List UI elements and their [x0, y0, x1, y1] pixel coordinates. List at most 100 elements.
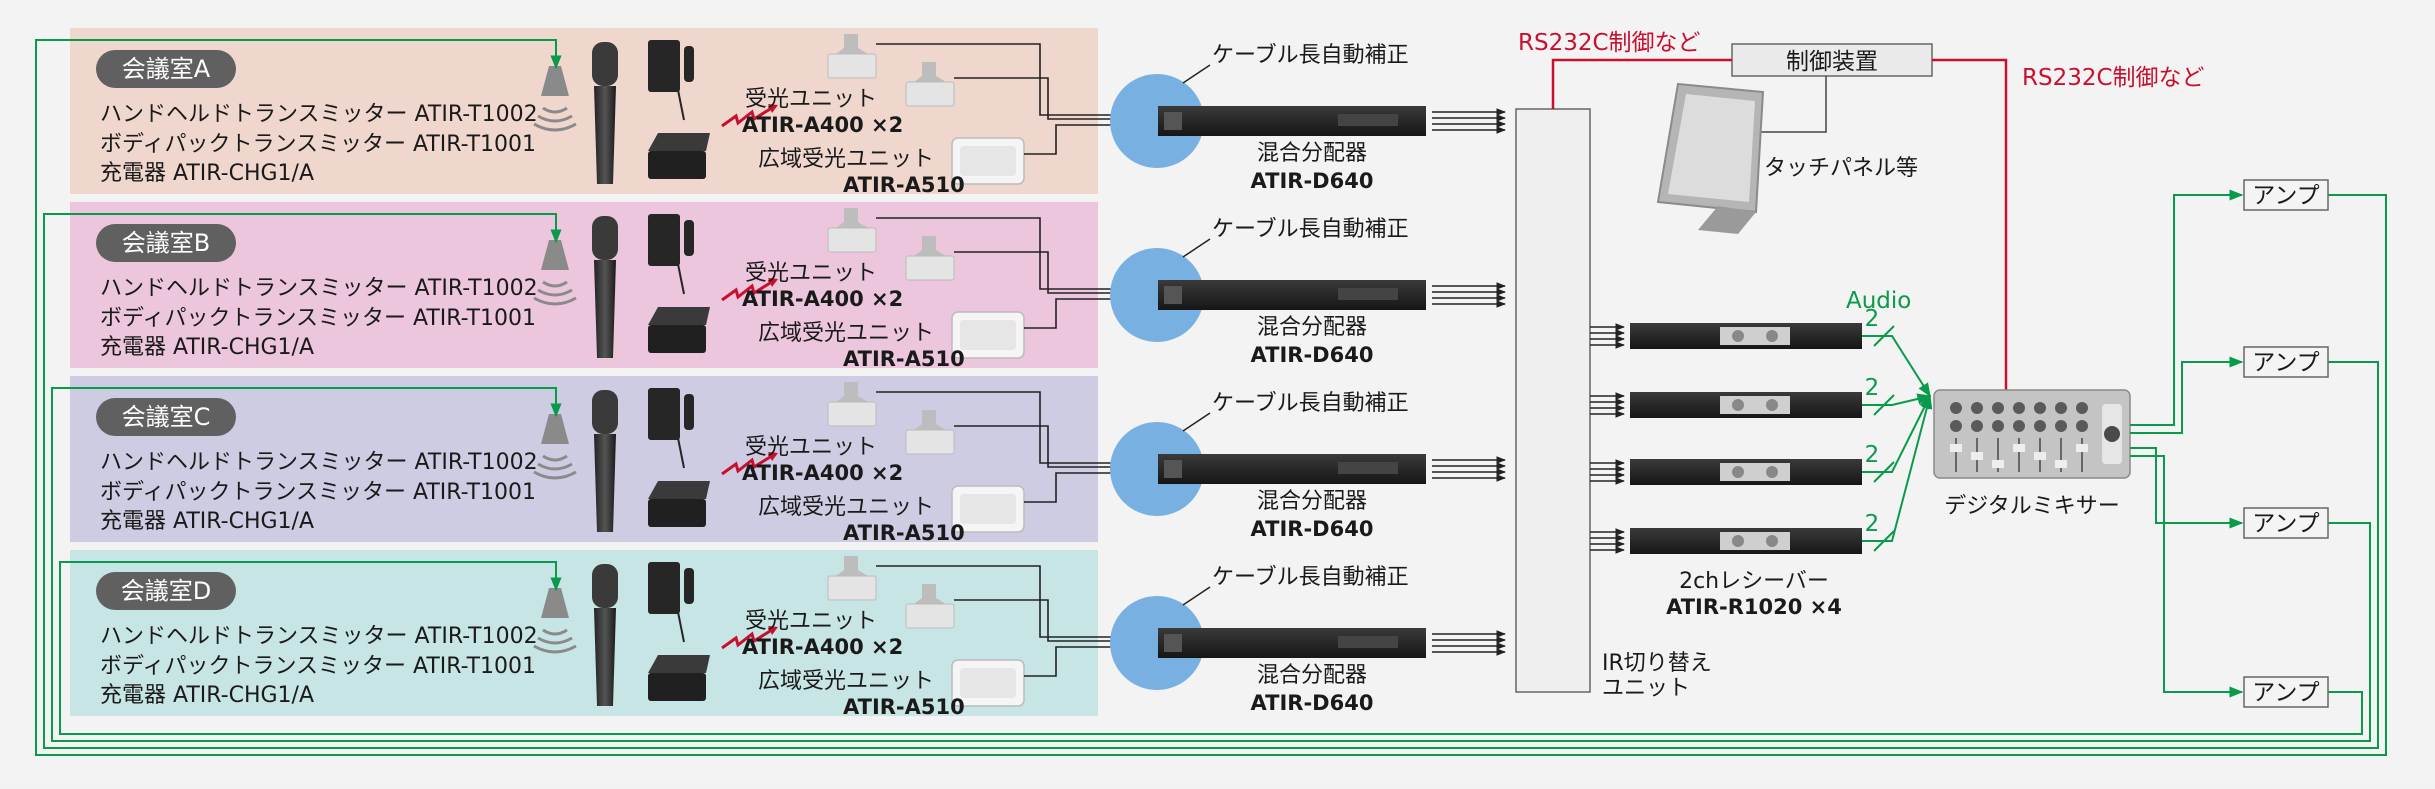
mixer-out-line	[2130, 455, 2244, 698]
cable-line	[954, 77, 1150, 120]
handheld-label: ハンドヘルドトランスミッター ATIR-T1002	[100, 624, 538, 649]
ir-signal-icon	[721, 452, 776, 476]
amp-label: アンプ	[2252, 511, 2319, 537]
receiver-unit-model: ATIR-A400 ×2	[742, 113, 903, 137]
wide-ir-receiver-icon	[951, 311, 1025, 359]
cable-comp-circle	[1110, 74, 1204, 168]
amp-box	[2243, 346, 2329, 378]
audio-line	[1862, 335, 1931, 398]
cable-comp-label: ケーブル長自動補正	[1212, 43, 1409, 68]
room-badge	[96, 572, 236, 610]
ir-switch-unit	[1515, 108, 1591, 693]
amp-label: アンプ	[2252, 183, 2319, 209]
touch-panel-label: タッチパネル等	[1764, 156, 1918, 181]
distributor-model: ATIR-D640	[1251, 343, 1374, 367]
charger-label: 充電器 ATIR-CHG1/A	[100, 335, 314, 360]
charger-icon	[648, 655, 710, 701]
cable-line	[876, 565, 1150, 638]
channel-slash	[1873, 530, 1895, 552]
distributor-label: 混合分配器	[1257, 315, 1367, 340]
bodypack-label: ボディパックトランスミッター ATIR-T1001	[100, 132, 536, 157]
rack-unit-icon	[1158, 628, 1426, 658]
cable-comp-circle	[1110, 248, 1204, 342]
room-badge	[96, 398, 236, 436]
audio-line	[1862, 394, 1933, 542]
wide-ir-receiver-icon	[951, 137, 1025, 185]
ir-receiver-icon	[827, 382, 877, 427]
distributor-model: ATIR-D640	[1251, 517, 1374, 541]
audio-line	[1862, 394, 1931, 473]
receiver-unit-icon	[1630, 459, 1862, 485]
room-panel: 会議室A ハンドヘルドトランスミッター ATIR-T1002 ボディパックトランスミ…	[70, 28, 1506, 197]
handheld-label: ハンドヘルドトランスミッター ATIR-T1002	[100, 276, 538, 301]
ir-receiver-icon	[827, 556, 877, 601]
distributor-model: ATIR-D640	[1251, 169, 1374, 193]
center-layer: IR切り替えユニット制御装置RS232C制御などRS232C制御などタッチパネル…	[35, 30, 2387, 756]
handheld-mic-icon	[592, 42, 618, 184]
distributor-label: 混合分配器	[1257, 141, 1367, 166]
mixer-out-line	[2130, 447, 2244, 529]
ir-receiver-icon	[905, 62, 955, 107]
cable-line	[954, 251, 1150, 294]
amp-box	[2243, 507, 2329, 539]
loop-line	[43, 213, 2379, 749]
room-name: 会議室A	[122, 55, 211, 83]
ir-receiver-icon	[905, 236, 955, 281]
receiver-unit-label: 受光ユニット	[745, 261, 877, 286]
charger-label: 充電器 ATIR-CHG1/A	[100, 161, 314, 186]
amp-box	[2243, 179, 2329, 211]
receiver-unit-label: 受光ユニット	[745, 87, 877, 112]
charger-icon	[648, 133, 710, 179]
leader-line	[1182, 64, 1211, 84]
distributor-label: 混合分配器	[1257, 663, 1367, 688]
rack-unit-icon	[1158, 454, 1426, 484]
control-device-label: 制御装置	[1786, 49, 1878, 75]
rs232-line-left	[1551, 58, 1732, 109]
ir-signal-icon	[721, 626, 776, 650]
channel-count: 2	[1865, 306, 1880, 332]
bodypack-label: ボディパックトランスミッター ATIR-T1001	[100, 654, 536, 679]
handheld-label: ハンドヘルドトランスミッター ATIR-T1002	[100, 102, 538, 127]
channel-slash	[1873, 461, 1895, 483]
leader-line	[1182, 238, 1211, 258]
rack-unit-icon	[1158, 280, 1426, 310]
touch-panel-line	[1760, 76, 1827, 133]
bodypack-label: ボディパックトランスミッター ATIR-T1001	[100, 306, 536, 331]
cable-line	[1024, 298, 1150, 329]
bodypack-icon	[648, 562, 694, 643]
wide-receiver-label: 広域受光ユニット	[758, 495, 934, 520]
distributor-label: 混合分配器	[1257, 489, 1367, 514]
wide-receiver-model: ATIR-A510	[843, 173, 965, 197]
channel-count: 2	[1865, 511, 1880, 537]
charger-label: 充電器 ATIR-CHG1/A	[100, 683, 314, 708]
receiver-unit-model: ATIR-A400 ×2	[742, 287, 903, 311]
loop-line	[35, 39, 2387, 756]
receiver-unit-label: 受光ユニット	[745, 609, 877, 634]
ir-switch-label-1: IR切り替え	[1602, 651, 1712, 676]
receiver-unit-model: ATIR-A400 ×2	[742, 635, 903, 659]
room-badge	[96, 224, 236, 262]
bodypack-icon	[648, 214, 694, 295]
handheld-mic-icon	[592, 390, 618, 532]
receiver-unit-icon	[1630, 392, 1862, 418]
leader-line	[1182, 412, 1211, 432]
amp-label: アンプ	[2252, 350, 2319, 376]
cable-line	[1024, 646, 1150, 677]
room-background	[70, 376, 1098, 542]
channel-slash	[1873, 325, 1895, 347]
receiver-unit-icon	[1630, 323, 1862, 349]
receiver-model: ATIR-R1020 ×4	[1666, 595, 1842, 619]
mixer-out-line	[2130, 356, 2244, 434]
handheld-mic-icon	[592, 564, 618, 706]
wide-receiver-label: 広域受光ユニット	[758, 147, 934, 172]
bodypack-icon	[648, 388, 694, 469]
room-background	[70, 202, 1098, 368]
bodypack-icon	[648, 40, 694, 121]
wide-receiver-model: ATIR-A510	[843, 695, 965, 719]
room-name: 会議室B	[122, 229, 210, 257]
cable-comp-circle	[1110, 596, 1204, 690]
room-background	[70, 28, 1098, 194]
cable-line	[876, 43, 1150, 116]
